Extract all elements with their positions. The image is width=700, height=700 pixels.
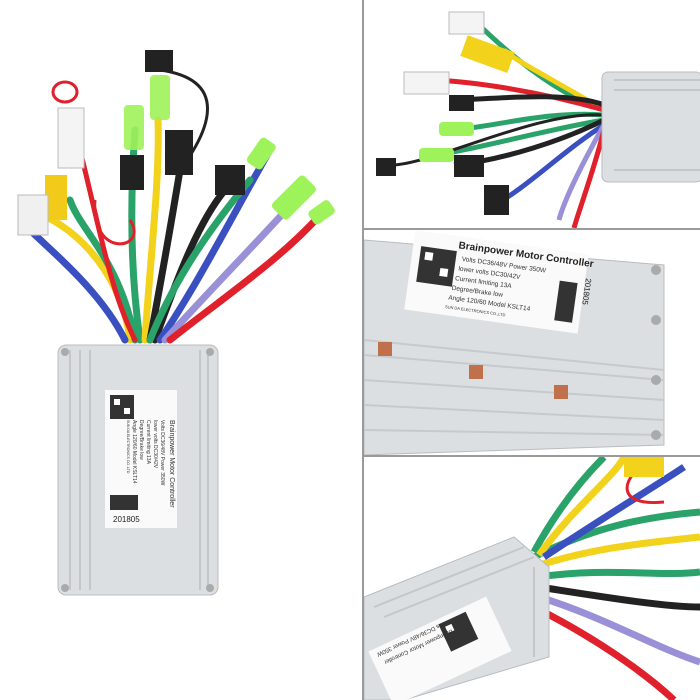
- green-connector: [439, 122, 474, 136]
- screw-terminal: [469, 365, 483, 379]
- controller-wires-photo: [376, 11, 700, 228]
- date-code: 201805: [580, 278, 593, 306]
- black-connector: [120, 155, 144, 190]
- label-line: SUN DA ELECTRONICS CO.,LTD: [126, 420, 130, 474]
- white-connector: [403, 71, 450, 95]
- qr-code: [416, 246, 457, 287]
- screw-terminal: [554, 385, 568, 399]
- panel-wires-view: [364, 0, 700, 228]
- controller-label-photo: Brainpower Motor Controller Volts DC36/4…: [364, 230, 665, 455]
- qr-code: [110, 395, 134, 419]
- divider: [364, 228, 700, 230]
- date-code: 201805: [113, 515, 140, 524]
- label-line: Degree/Brake low: [138, 420, 144, 460]
- red-loop-wire-top: [51, 80, 79, 104]
- qr-code: [438, 611, 479, 652]
- label-line: Angle 120/60 Model KSLT14: [131, 420, 137, 484]
- panel-angled-view: Brainpower Motor Controller Volts DC36/4…: [364, 457, 700, 700]
- panel-main-view: 201805 Brainpower Motor Controller Volts…: [17, 50, 335, 596]
- white-connector: [57, 107, 85, 169]
- green-connector: [419, 148, 454, 162]
- barcode: [110, 495, 138, 510]
- label-line: lower volts DC30/42V: [152, 420, 158, 469]
- controller-housing: [601, 71, 700, 183]
- label-line: Volts DC36/48V Power 350W: [159, 420, 165, 486]
- black-connector: [449, 95, 474, 111]
- label-title: Brainpower Motor Controller: [168, 420, 175, 508]
- black-connector: [145, 50, 173, 72]
- black-connector: [484, 185, 509, 215]
- divider: [364, 455, 700, 457]
- black-connector: [215, 165, 245, 195]
- white-connector-small: [17, 194, 49, 236]
- yellow-connector: [460, 35, 515, 74]
- green-connector: [271, 175, 316, 220]
- screw-terminal: [378, 342, 392, 356]
- green-connector: [308, 200, 335, 225]
- yellow-connector: [624, 457, 664, 477]
- divider: [362, 0, 364, 700]
- green-connector: [150, 75, 170, 120]
- black-connector: [376, 158, 396, 176]
- white-connector: [448, 11, 485, 35]
- product-label: [368, 596, 512, 700]
- controller-front-photo: 201805 Brainpower Motor Controller Volts…: [17, 50, 335, 596]
- wire-bundle: [26, 116, 324, 344]
- green-connector: [124, 105, 144, 150]
- green-connector: [246, 137, 276, 170]
- black-connector: [165, 130, 193, 175]
- barcode: [554, 280, 578, 323]
- red-loop-wire: [93, 199, 136, 246]
- label-line: Current limiting 13A: [145, 420, 151, 465]
- yellow-connector: [45, 175, 67, 220]
- black-connector: [454, 155, 484, 177]
- controller-angled-photo: Brainpower Motor Controller Volts DC36/4…: [364, 457, 700, 700]
- panel-label-view: Brainpower Motor Controller Volts DC36/4…: [364, 230, 700, 455]
